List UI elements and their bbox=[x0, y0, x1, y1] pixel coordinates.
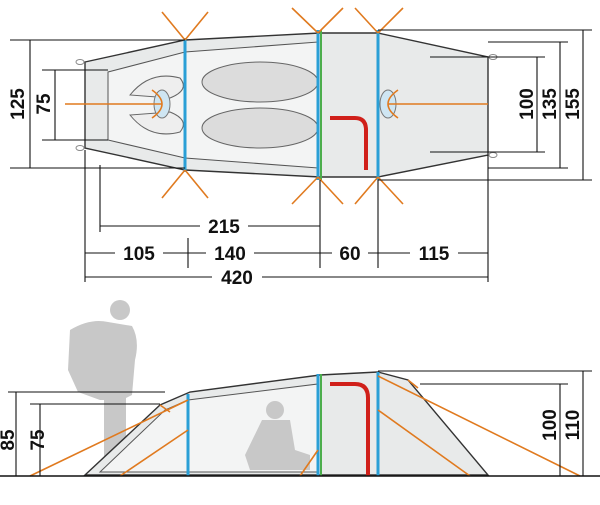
side-right-dims bbox=[378, 370, 592, 476]
top-guy-lines bbox=[65, 7, 488, 205]
dim-seg-inner: 140 bbox=[214, 244, 246, 265]
dim-total-length: 420 bbox=[221, 268, 253, 289]
dim-width-inner-right: 100 bbox=[517, 88, 538, 120]
top-door-zip bbox=[330, 116, 368, 170]
dim-height-right-outer: 110 bbox=[563, 410, 584, 441]
top-view: 125 75 100 135 155 bbox=[8, 7, 592, 289]
dim-height-left-inner: 75 bbox=[28, 429, 49, 451]
side-view: 85 75 100 110 bbox=[0, 300, 600, 477]
dim-width-mid-right: 135 bbox=[540, 88, 561, 120]
dim-width-inner-left: 75 bbox=[34, 93, 55, 115]
dim-seg-front: 105 bbox=[123, 244, 155, 265]
dim-width-outer-right: 155 bbox=[563, 88, 584, 120]
dim-inner-length: 215 bbox=[208, 217, 240, 238]
dim-width-outer-left: 125 bbox=[8, 88, 29, 120]
side-left-dims bbox=[8, 391, 165, 476]
dim-height-right-inner: 100 bbox=[540, 409, 561, 441]
side-door-zip bbox=[330, 382, 370, 476]
side-guy-lines bbox=[29, 375, 581, 477]
dim-seg-vestibule: 60 bbox=[339, 244, 360, 265]
dim-seg-rear: 115 bbox=[419, 244, 450, 265]
sleeping-pad-top bbox=[201, 61, 319, 103]
pad-head-left-bottom bbox=[129, 111, 184, 135]
dim-height-left-outer: 85 bbox=[0, 429, 19, 451]
top-right-dims bbox=[378, 29, 592, 181]
sleeping-pad-bottom bbox=[201, 107, 319, 149]
top-left-dims bbox=[10, 39, 185, 169]
sitting-figure bbox=[245, 401, 310, 470]
pad-head-left-top bbox=[129, 75, 184, 99]
